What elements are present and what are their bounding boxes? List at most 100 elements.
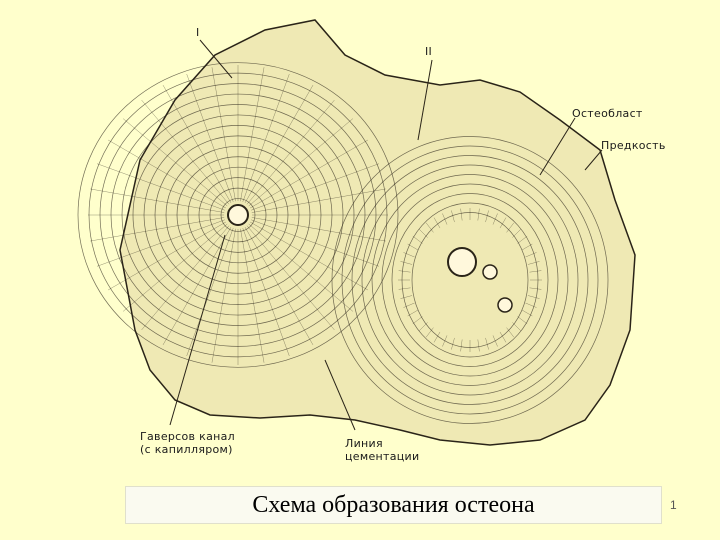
vessel-small-2 [497,297,513,313]
canaliculus-line [418,228,428,238]
canaliculus-line [96,219,225,267]
label-osteoblast: Остеобласт [572,107,643,120]
lamella-ring [361,164,579,396]
canaliculus-line [499,331,507,343]
leader-lines [169,39,603,431]
canaliculus-line [460,339,463,352]
canaliculus-line [425,327,434,338]
canaliculus-line [403,302,415,308]
canaliculus-line [242,73,290,202]
canaliculus-line [211,228,236,363]
lamella-ring [391,193,549,367]
canaliculus-line [492,213,498,225]
canaliculus-line [186,228,234,357]
lamella-ring [381,183,559,377]
canaliculus-line [242,228,290,357]
canaliculus-line [425,222,434,233]
canaliculus-line [485,337,489,350]
canaliculus-line [162,84,232,204]
canaliculus-line [400,295,413,299]
canaliculus-line [418,322,428,332]
lamella-ring [351,155,589,405]
label-predkost: Предкость [601,139,666,152]
canaliculus-line [403,252,415,258]
canaliculus-line [122,223,228,312]
canaliculus-line [492,335,498,347]
canaliculus-line [400,261,413,265]
canaliculus-line [517,316,528,325]
canaliculus-line [244,226,314,346]
canaliculus-line [521,309,533,317]
canaliculus-line [107,221,227,291]
radial-canaliculi [88,65,542,365]
slide-title: Схема образования остеона [125,486,662,524]
lamella-ring [371,174,569,386]
canaliculus-line [398,287,411,290]
canaliculus-line [442,335,448,347]
canaliculus-line [517,235,528,244]
canaliculus-line [249,139,369,209]
label-cement-line-2: цементации [345,450,420,463]
page-number: 1 [670,498,677,512]
canaliculus-line [506,222,515,233]
canaliculus-line [211,67,236,202]
canaliculus-line [246,225,335,331]
label-cement-line-1: Линия [345,437,383,450]
canaliculus-line [398,270,411,273]
canaliculus-line [141,225,230,331]
canaliculus-line [442,213,448,225]
label-haversian-canal-2: (с капилляром) [140,443,233,456]
canaliculus-line [433,331,441,343]
canaliculus-line [512,228,522,238]
canaliculus-line [244,84,314,204]
canaliculus-line [412,316,423,325]
canaliculus-line [251,188,386,213]
title-text: Схема образования остеона [252,491,535,518]
lamella-ring [77,62,399,368]
canaliculus-line [529,270,542,273]
lamella-ring [331,136,609,424]
canaliculus-line [412,235,423,244]
canaliculus-line [512,322,522,332]
haversian-canal-1 [227,204,249,226]
canaliculus-line [186,73,234,202]
canaliculus-line [162,226,232,346]
canaliculus-line [251,163,380,211]
canaliculus-line [96,163,225,211]
canaliculus-line [529,287,542,290]
canaliculus-line [506,327,515,338]
canaliculus-line [240,228,265,363]
canaliculus-line [251,219,380,267]
canaliculus-line [249,221,369,291]
canaliculus-line [477,208,480,221]
canaliculus-line [141,99,230,205]
label-haversian-canal-1: Гаверсов канал [140,430,235,443]
canaliculus-line [407,243,419,251]
canaliculus-line [107,139,227,209]
haversian-canal-2 [447,247,477,277]
canaliculus-line [460,208,463,221]
canaliculus-line [477,339,480,352]
canaliculus-line [248,223,354,312]
canaliculus-line [122,118,228,207]
label-osteon-2: II [425,45,433,58]
canaliculus-line [451,210,455,223]
canaliculus-line [521,243,533,251]
canaliculus-line [251,217,386,242]
canaliculus-line [451,337,455,350]
canaliculus-line [433,217,441,229]
label-osteon-1: I [196,26,200,39]
canaliculus-line [90,217,225,242]
canaliculus-line [527,261,540,265]
canaliculus-line [527,295,540,299]
canaliculus-line [525,252,537,258]
canaliculus-line [246,99,335,205]
vessel-small-1 [482,264,498,280]
canaliculus-line [525,302,537,308]
canaliculus-line [90,188,225,213]
canaliculus-line [499,217,507,229]
canaliculus-line [240,67,265,202]
canaliculus-line [248,118,354,207]
lamella-ring [341,145,599,415]
